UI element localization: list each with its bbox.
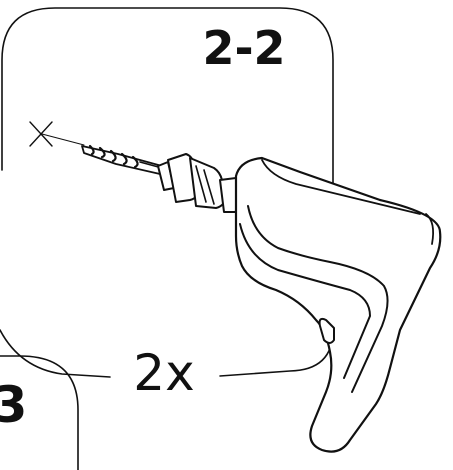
- step-number: 2-2: [202, 21, 285, 75]
- drill-body: [234, 156, 442, 453]
- drill-chuck: [157, 153, 227, 209]
- drill-body-contour-2: [239, 223, 371, 379]
- next-step-number: 3: [0, 376, 27, 434]
- drill-top-ridge: [261, 159, 421, 215]
- next-step-panel-frame: [0, 355, 79, 470]
- drill-body-contour: [247, 205, 389, 393]
- power-drill-icon: [81, 144, 442, 453]
- drill-rear-cap: [425, 213, 435, 245]
- drill-guide-line: [41, 133, 85, 146]
- quantity-label: 2x: [133, 344, 194, 402]
- drill-trigger: [318, 317, 335, 344]
- step-panel-frame-left: [0, 329, 111, 378]
- step-panel-frame: [1, 7, 334, 377]
- drill-bit: [81, 144, 163, 175]
- drill-point-cross-icon: [29, 121, 53, 147]
